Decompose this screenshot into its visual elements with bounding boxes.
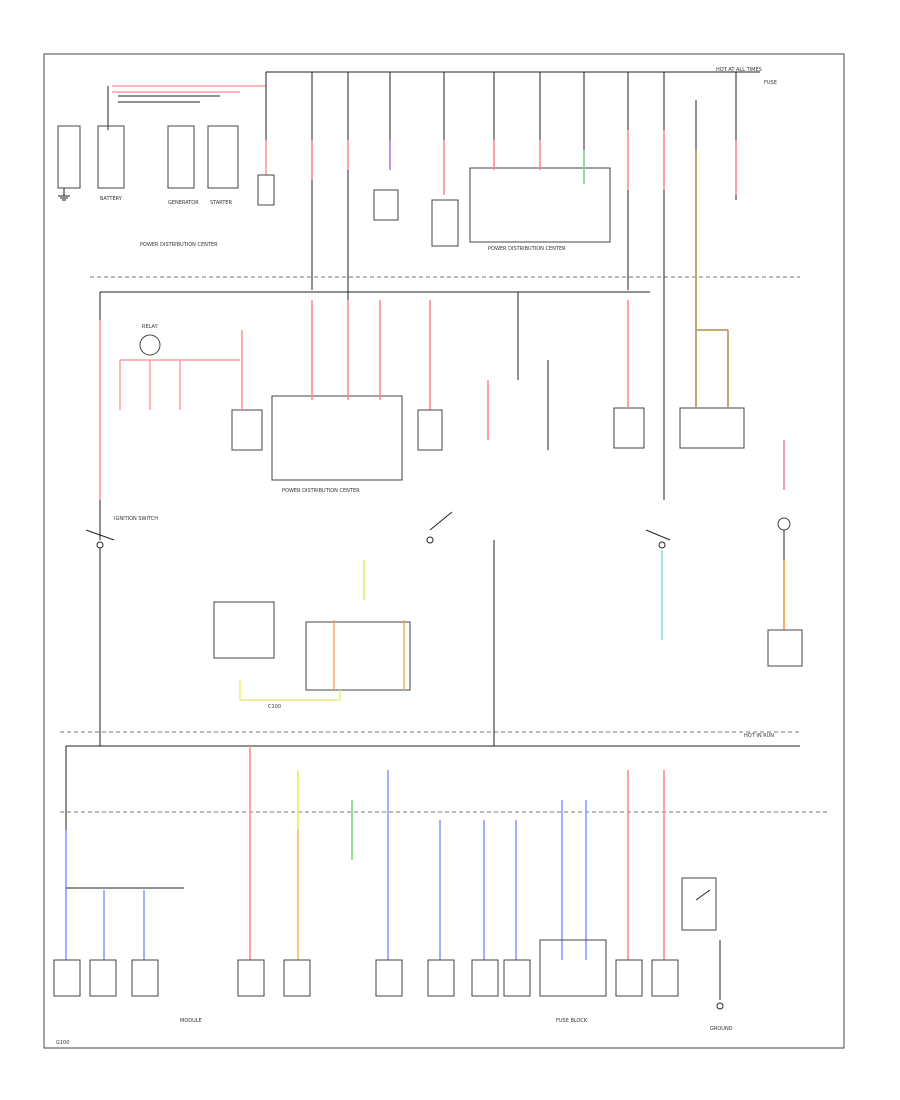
- svg-text:C100: C100: [268, 704, 281, 710]
- starter-box: [207, 125, 239, 189]
- svg-text:RELAY: RELAY: [142, 324, 159, 330]
- top-pdc-module-box: [469, 167, 611, 243]
- bottom-fuse-row: [65, 746, 721, 1000]
- svg-text:FUSE BLOCK: FUSE BLOCK: [556, 1018, 588, 1024]
- svg-text:BATTERY: BATTERY: [100, 196, 123, 202]
- bottom-components: FUSE BLOCK MODULE G100: [53, 939, 679, 1046]
- battery-ground-box: [57, 125, 81, 189]
- generator-box: [167, 125, 195, 189]
- svg-text:POWER DISTRIBUTION CENTER: POWER DISTRIBUTION CENTER: [140, 242, 218, 248]
- svg-text:HOT AT ALL TIMES: HOT AT ALL TIMES: [716, 67, 762, 73]
- diagram-border: [43, 53, 845, 1049]
- svg-text:POWER DISTRIBUTION CENTER: POWER DISTRIBUTION CENTER: [488, 246, 566, 252]
- svg-text:IGNITION SWITCH: IGNITION SWITCH: [114, 516, 158, 522]
- center-relay-block: C100: [213, 560, 411, 710]
- svg-text:POWER DISTRIBUTION CENTER: POWER DISTRIBUTION CENTER: [282, 488, 360, 494]
- middle-fuse-block: POWER DISTRIBUTION CENTER RELAY: [119, 292, 785, 494]
- svg-text:MODULE: MODULE: [180, 1018, 202, 1024]
- svg-text:G100: G100: [56, 1040, 69, 1046]
- svg-text:STARTER: STARTER: [210, 200, 233, 206]
- ignition-switch-left: [85, 529, 115, 732]
- svg-text:GENERATOR: GENERATOR: [168, 200, 199, 206]
- right-sensor: [767, 517, 803, 667]
- top-bus-label: HOT AT ALL TIMES FUSE: [716, 67, 777, 86]
- battery-box: [97, 125, 125, 189]
- relay-coil-icon: [139, 334, 161, 356]
- bottom-right-switch: GROUND: [681, 877, 733, 1032]
- ignition-switch-right: [645, 529, 671, 640]
- lower-bus: HOT IN RUN: [66, 732, 800, 747]
- battery-section: BATTERY GENERATOR STARTER POWER DISTRIBU…: [57, 85, 266, 248]
- ignition-switch-center: [426, 511, 495, 732]
- middle-bus: IGNITION SWITCH: [99, 291, 650, 540]
- top-fuse-row: POWER DISTRIBUTION CENTER: [257, 72, 737, 500]
- svg-text:FUSE: FUSE: [764, 80, 777, 86]
- svg-text:GROUND: GROUND: [710, 1026, 733, 1032]
- svg-text:HOT IN RUN: HOT IN RUN: [744, 733, 774, 739]
